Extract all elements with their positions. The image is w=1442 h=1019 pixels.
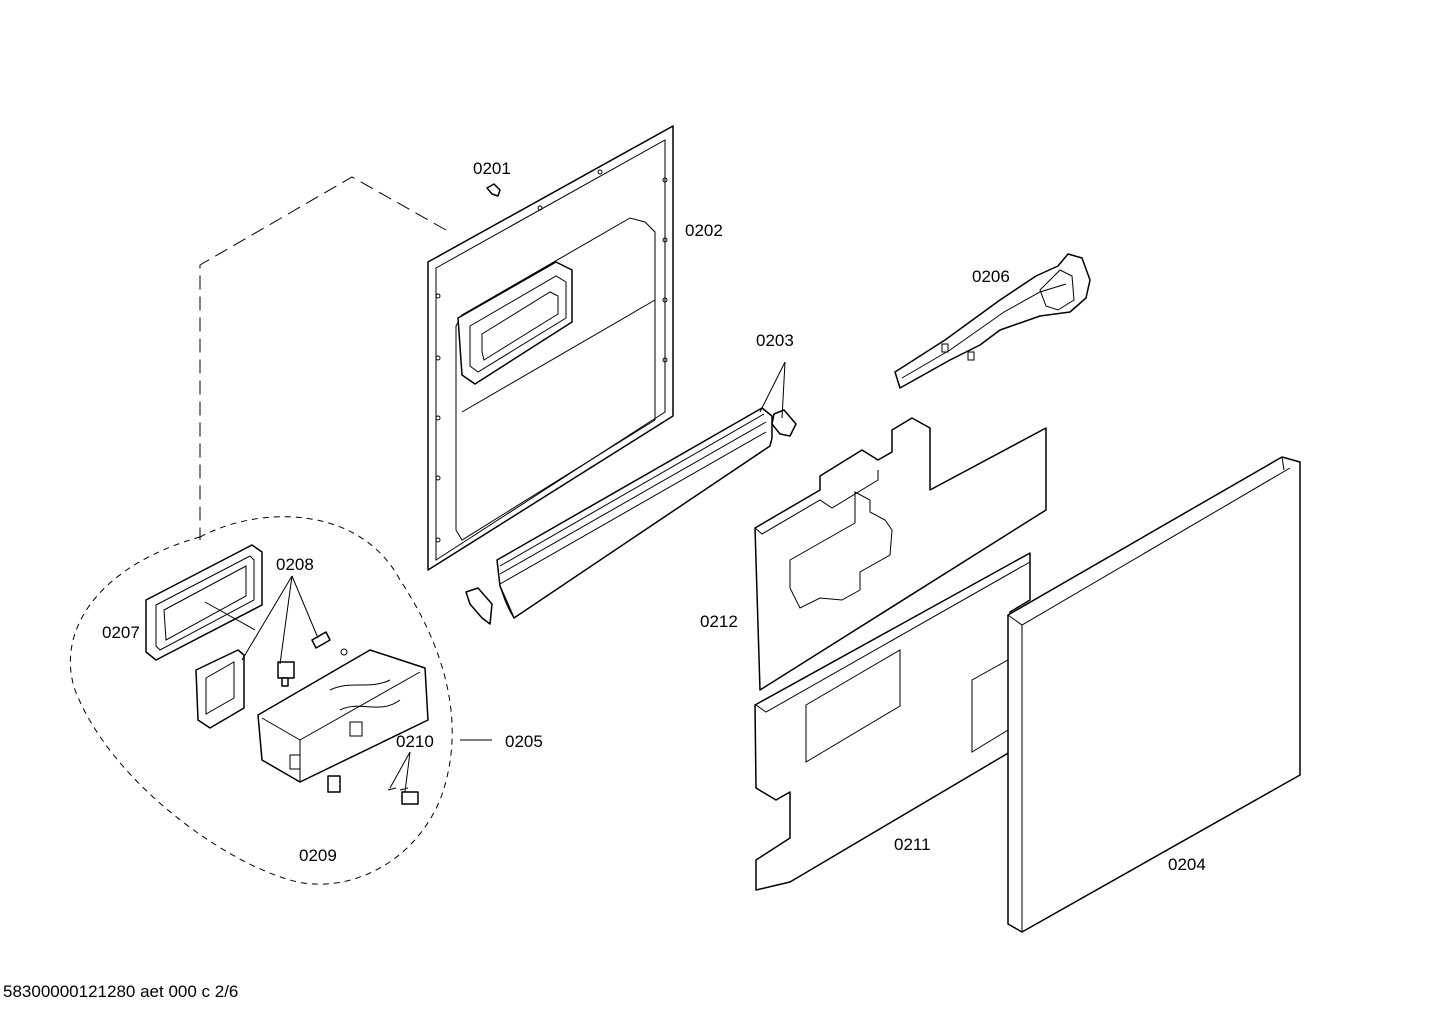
small-clip-parts	[327, 775, 419, 805]
gasket-frame	[145, 544, 263, 661]
upper-insulation-panel	[754, 417, 1047, 691]
outer-door-panel	[1007, 456, 1301, 933]
label-0207: 0207	[102, 623, 140, 642]
latch-bracket	[195, 649, 245, 729]
label-0206: 0206	[972, 267, 1010, 286]
label-0203: 0203	[756, 331, 794, 350]
dashed-connector-line	[199, 176, 447, 540]
label-0204: 0204	[1168, 855, 1206, 874]
screw-part	[486, 183, 501, 197]
label-0211: 0211	[894, 835, 931, 854]
assembly-group-outline	[70, 516, 453, 885]
label-0209: 0209	[299, 846, 337, 865]
hinge-bracket	[894, 253, 1091, 389]
label-0212: 0212	[700, 612, 738, 631]
label-0202: 0202	[685, 221, 723, 240]
door-inner-panel	[427, 125, 674, 571]
label-0205: 0205	[505, 732, 543, 751]
lower-trim-strip	[465, 407, 797, 625]
control-housing	[257, 649, 429, 783]
lower-insulation-panel	[754, 552, 1031, 891]
label-0210: 0210	[396, 732, 434, 751]
drawing-reference: 58300000121280 aet 000 c 2/6	[3, 982, 238, 1001]
small-switch-parts	[277, 631, 348, 687]
label-0208: 0208	[276, 555, 314, 574]
leader-lines	[204, 361, 786, 793]
label-0201: 0201	[473, 159, 511, 178]
